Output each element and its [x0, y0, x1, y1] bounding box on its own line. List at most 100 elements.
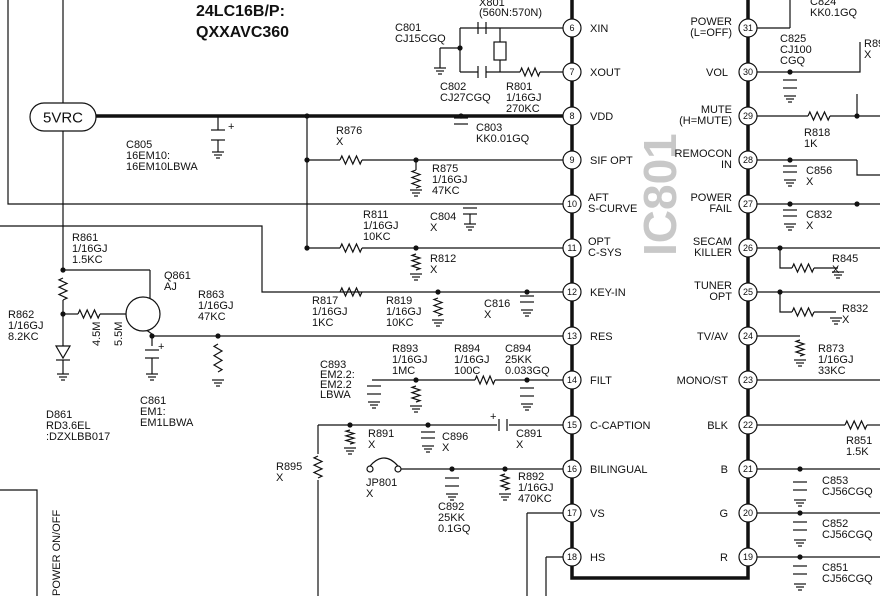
pin-name: FILT [590, 375, 612, 387]
components [29, 22, 868, 591]
pin-name: VOL [706, 67, 728, 79]
c825-label: CGQ [780, 55, 806, 67]
c892-label: C892 [438, 501, 464, 513]
r851-symbol [844, 419, 868, 431]
r892-label: 470KC [518, 493, 552, 505]
c891-label: C891 [516, 428, 542, 440]
pin-name: TUNER [694, 280, 732, 292]
pin-name: BILINGUAL [590, 464, 647, 476]
pin-circle [738, 150, 758, 170]
junction-dot [502, 466, 508, 472]
r811-label: 10KC [363, 231, 391, 243]
pin-name: G [719, 508, 728, 520]
key-in-wire [0, 225, 563, 293]
aft-wire [7, 0, 563, 205]
wire [856, 160, 880, 176]
r863-label: 47KC [198, 311, 226, 323]
pin-name: VDD [590, 111, 613, 123]
pin-name: SECAM [693, 236, 732, 248]
pin-number: 27 [743, 199, 753, 209]
c861-label: EM1: [140, 406, 166, 418]
pin-name: KILLER [694, 247, 732, 259]
junction-dot [797, 466, 803, 472]
r891-symbol [343, 429, 357, 445]
c893-label: EM2.2: [320, 369, 355, 381]
pin-name: POWER [690, 192, 732, 204]
wire [779, 292, 792, 313]
pin-circle [562, 326, 582, 346]
c894-label: C894 [505, 343, 531, 355]
r801-label: R801 [506, 81, 532, 93]
r801-symbol [519, 66, 541, 78]
c852-label: C852 [822, 518, 848, 530]
r819-label: R819 [386, 295, 412, 307]
pin-name: S-CURVE [588, 203, 637, 215]
r875-symbol [410, 169, 422, 189]
junction-dot [215, 333, 221, 339]
junction-dot [304, 113, 310, 119]
pin-number: 20 [743, 508, 753, 518]
c803-label: KK0.01GQ [476, 133, 530, 145]
c805-label: 16EM10: [126, 150, 170, 162]
pin-circle [562, 370, 582, 390]
header-line-2: QXXAVC360 [196, 24, 289, 41]
c816-label: C816 [484, 298, 510, 310]
r832-label: R832 [842, 303, 868, 315]
pin-name: VS [590, 508, 605, 520]
pin-circle [562, 106, 582, 126]
c861-label: EM1LBWA [140, 417, 194, 429]
c825-label: CJ100 [780, 44, 812, 56]
c802-label: CJ27CGQ [440, 92, 491, 104]
r876-label: R876 [336, 125, 362, 137]
c861-label: C861 [140, 395, 166, 407]
r893-symbol [410, 385, 422, 403]
c832-label: X [806, 220, 814, 232]
r845-symbol [791, 262, 815, 274]
r89x-label: R89 [864, 38, 880, 50]
junction-dot [787, 201, 793, 207]
r862-label: 8.2KC [8, 331, 39, 343]
pin-circle [562, 18, 582, 38]
pin-name: B [721, 464, 728, 476]
pin-name: SIF OPT [590, 155, 633, 167]
jp801-jumper [369, 457, 399, 467]
r817-label: R817 [312, 295, 338, 307]
junction-dot [449, 466, 455, 472]
r875-label: R875 [432, 163, 458, 175]
r892-label: 1/16GJ [518, 482, 553, 494]
pin-circle [738, 503, 758, 523]
r819-symbol [432, 297, 444, 317]
junction-dot [304, 245, 310, 251]
r895-label: R895 [276, 461, 302, 473]
pin-name: AFT [588, 192, 609, 204]
r891-label: R891 [368, 428, 394, 440]
pin-number: 25 [743, 287, 753, 297]
jp801-pad [394, 465, 402, 473]
r812-symbol [410, 253, 422, 271]
c805-label: C805 [126, 139, 152, 151]
pin-circle [562, 194, 582, 214]
switch-frame [0, 489, 38, 596]
pin-circle [738, 370, 758, 390]
pin-number: 10 [567, 199, 577, 209]
r801-label: 270KC [506, 103, 540, 115]
r845-label: X [832, 264, 840, 276]
c896-label: X [442, 442, 450, 454]
jp801-pad [366, 465, 374, 473]
r819-label: 1/16GJ [386, 306, 421, 318]
c804-label: C804 [430, 211, 456, 223]
r845-label: R845 [832, 253, 858, 265]
r875-label: 47KC [432, 185, 460, 197]
pin-name: BLK [707, 420, 728, 432]
c892-label: 0.1GQ [438, 523, 471, 535]
c801-label: C801 [395, 22, 421, 34]
pin-number: 15 [567, 420, 577, 430]
r861-label: 1/16GJ [72, 243, 107, 255]
pin-name: REMOCON [675, 148, 733, 160]
junction-dot [797, 510, 803, 516]
pin-circle [738, 326, 758, 346]
r891-label: X [368, 439, 376, 451]
pin-number: 14 [567, 375, 577, 385]
c892-label: 25KK [438, 512, 466, 524]
